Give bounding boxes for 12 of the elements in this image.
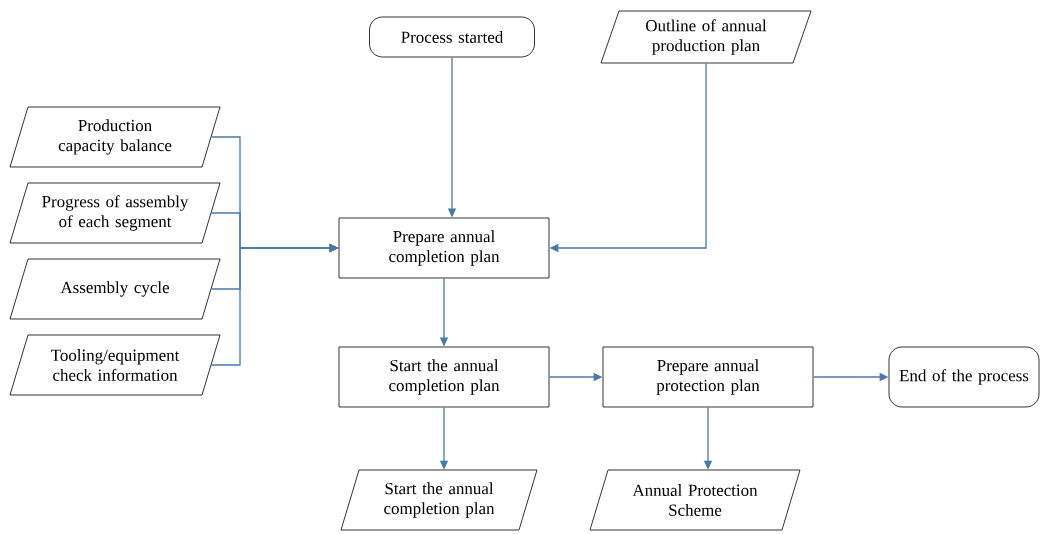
terminal-box: Process started xyxy=(369,16,535,58)
data-parallelogram: Outline of annual production plan xyxy=(600,10,812,64)
data-parallelogram: Start the annual completion plan xyxy=(340,469,538,531)
process-box: Start the annual completion plan xyxy=(338,346,550,408)
terminal-box: End of the process xyxy=(888,346,1040,408)
data-parallelogram: Tooling/equipment check information xyxy=(9,334,221,396)
data-parallelogram: Assembly cycle xyxy=(9,258,221,320)
data-parallelogram: Annual Protection Scheme xyxy=(589,469,801,531)
data-parallelogram: Production capacity balance xyxy=(9,106,221,168)
process-box: Prepare annual protection plan xyxy=(602,346,814,408)
data-parallelogram: Progress of assembly of each segment xyxy=(9,182,221,244)
process-box: Prepare annual completion plan xyxy=(338,217,550,279)
